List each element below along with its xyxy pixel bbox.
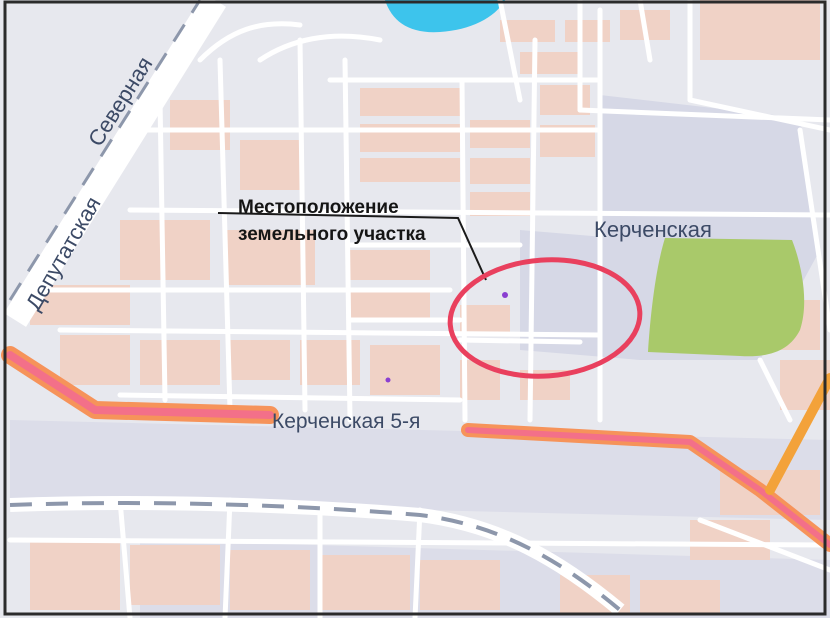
water-body: [385, 0, 505, 33]
minor-roads: [7, 0, 830, 618]
location-label-line1: Местоположение: [238, 197, 399, 218]
land-plot-marker-ellipse: [447, 257, 643, 379]
park-area: [648, 238, 805, 357]
main-road-kerchenskaya-5: [1, 346, 830, 552]
poi-dot: [502, 292, 508, 298]
diagonal-avenue: [3, 0, 227, 327]
poi-dot: [385, 377, 391, 383]
map-border: [3, 0, 827, 616]
street-label-kerchenskaya: Керченская: [594, 217, 712, 242]
railway-dashes: [9, 501, 622, 612]
location-label-line2: земельного участка: [238, 224, 426, 245]
orange-road: [765, 373, 830, 495]
street-label-kerchenskaya-5: Керченская 5-я: [272, 410, 420, 433]
location-leader-line: [217, 212, 487, 281]
